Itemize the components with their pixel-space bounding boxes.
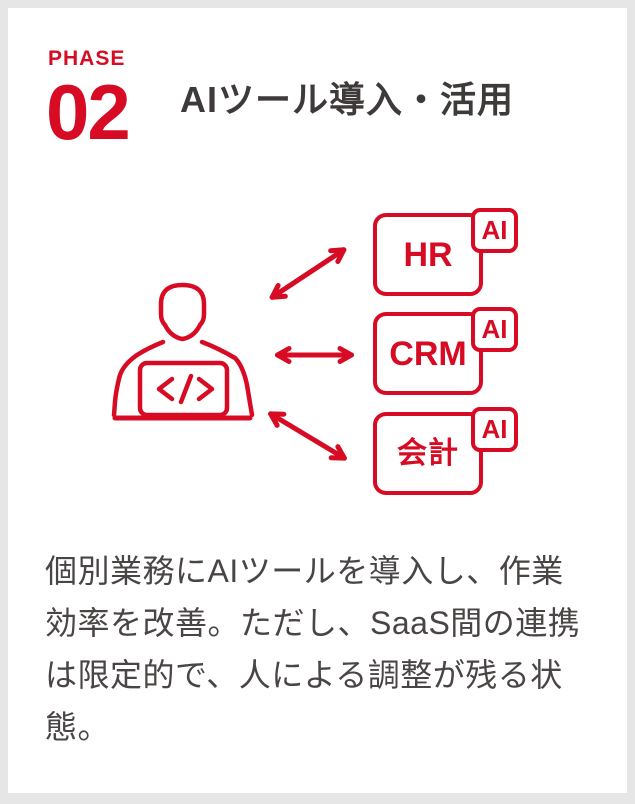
phase-description: 個別業務にAIツールを導入し、作業 効率を改善。ただし、SaaS間の連携 は限定…	[45, 553, 581, 745]
person-right-arm	[199, 339, 255, 418]
system-box-accounting: 会計 AI	[373, 407, 518, 495]
arrow-to-hr-icon	[269, 247, 347, 300]
code-glyph	[156, 373, 215, 405]
system-box-crm: CRM AI	[373, 307, 518, 395]
person-left-arm	[111, 339, 166, 418]
person-head	[158, 282, 207, 342]
person-at-laptop-icon	[111, 282, 255, 421]
phase-number: 02	[46, 68, 131, 156]
phase-card: PHASE 02 AIツール導入・活用	[8, 8, 627, 793]
laptop	[137, 360, 230, 418]
system-label: HR	[403, 235, 453, 274]
ai-badge: AI	[471, 307, 518, 352]
ai-badge: AI	[471, 407, 518, 452]
arrow-to-crm-icon	[275, 346, 354, 364]
page-title: AIツール導入・活用	[180, 79, 515, 120]
system-label: CRM	[389, 334, 467, 373]
system-box-hr: HR AI	[373, 208, 518, 296]
system-label: 会計	[397, 436, 459, 470]
ai-badge: AI	[471, 208, 518, 253]
arrow-to-accounting-icon	[268, 411, 347, 461]
phase-label: PHASE	[48, 47, 126, 70]
person-and-arrows-diagram	[111, 247, 354, 461]
